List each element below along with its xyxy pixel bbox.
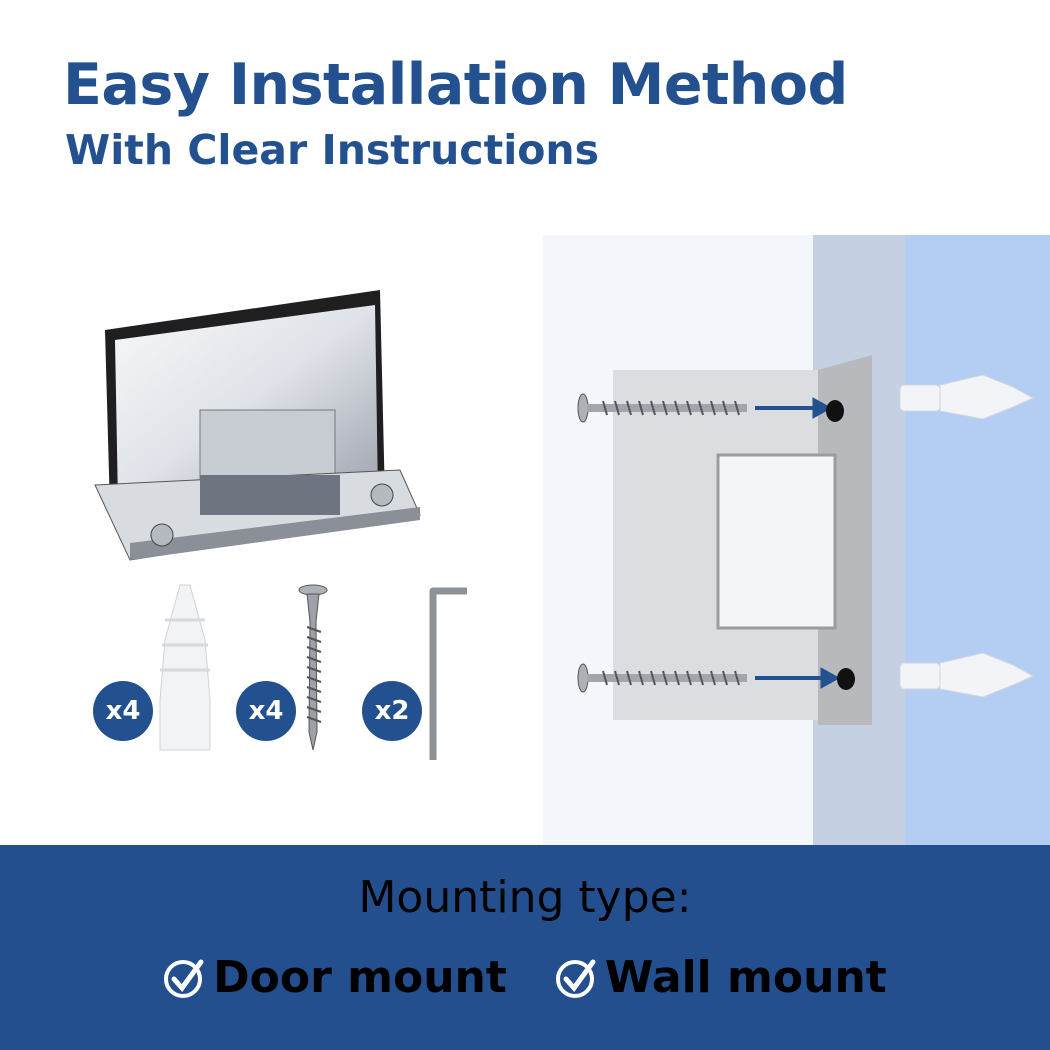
- page-title: Easy Installation Method: [63, 52, 848, 118]
- option-label: Wall mount: [604, 952, 887, 1003]
- screw-bottom: [577, 663, 747, 693]
- anchor-bottom: [899, 652, 1035, 698]
- installation-diagram: [543, 235, 1050, 845]
- check-circle-icon: [164, 959, 204, 998]
- option-label: Door mount: [213, 952, 507, 1003]
- arrow-bottom-icon: [755, 667, 841, 689]
- mounting-options: Door mount Wall mount: [0, 952, 1050, 1003]
- quantity-badge-screw: x4: [236, 681, 296, 741]
- anchor-top: [899, 374, 1035, 420]
- quantity-badge-hex-key: x2: [362, 681, 422, 741]
- check-circle-icon: [555, 959, 596, 998]
- wall-anchor-icon: [159, 584, 211, 751]
- hex-key-icon: [429, 587, 467, 760]
- quantity-badge-anchor: x4: [93, 681, 153, 741]
- hinge-product-image: [94, 290, 421, 561]
- page-subtitle: With Clear Instructions: [65, 126, 600, 174]
- screw-top: [577, 393, 747, 423]
- arrow-top-icon: [755, 397, 833, 419]
- mounting-type-heading: Mounting type:: [358, 872, 692, 923]
- glass-section: [905, 235, 1050, 845]
- screw-icon: [298, 584, 328, 751]
- mounting-type-banner: [0, 845, 1050, 1050]
- mounting-plate: [818, 355, 872, 725]
- option-door-mount: Door mount: [163, 952, 507, 1003]
- option-wall-mount: Wall mount: [555, 952, 887, 1003]
